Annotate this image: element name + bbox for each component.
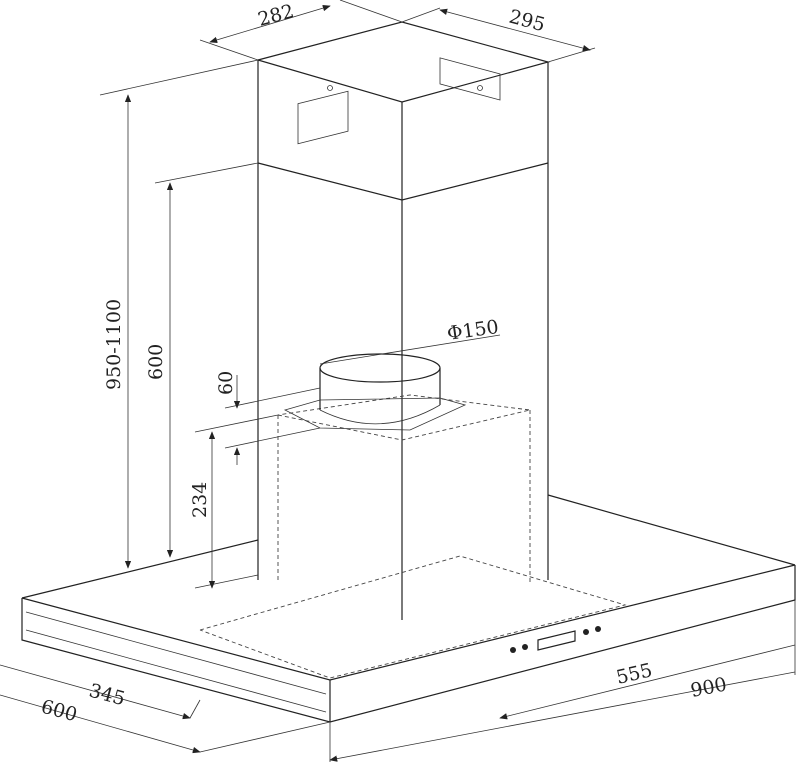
dim-hood-width: 900 — [689, 673, 729, 702]
button-icon — [510, 647, 516, 653]
display-window — [537, 630, 576, 651]
dim-hood-depth: 600 — [39, 696, 80, 727]
button-icon — [522, 644, 528, 650]
button-icon — [595, 626, 601, 632]
vent-slots-right — [439, 57, 501, 101]
duct-collar — [283, 353, 467, 431]
internal-body — [199, 394, 627, 679]
hood-canopy — [21, 494, 796, 723]
screw-hole-left — [327, 85, 333, 91]
dim-chimney-lower-height: 600 — [145, 344, 167, 380]
dim-body-height: 234 — [189, 482, 211, 518]
control-panel — [510, 626, 601, 653]
dim-total-height: 950-1100 — [103, 299, 125, 390]
dim-body-depth: 345 — [87, 680, 128, 711]
vent-slots-left — [297, 90, 349, 145]
chimney — [255, 21, 551, 620]
dim-chimney-width: 295 — [507, 6, 548, 37]
dim-collar-height: 60 — [215, 371, 237, 395]
dim-chimney-depth: 282 — [256, 0, 297, 31]
dim-body-width: 555 — [614, 659, 654, 689]
button-icon — [583, 629, 589, 635]
screw-hole-right — [477, 85, 483, 91]
dim-duct-diameter: Φ150 — [446, 316, 500, 345]
